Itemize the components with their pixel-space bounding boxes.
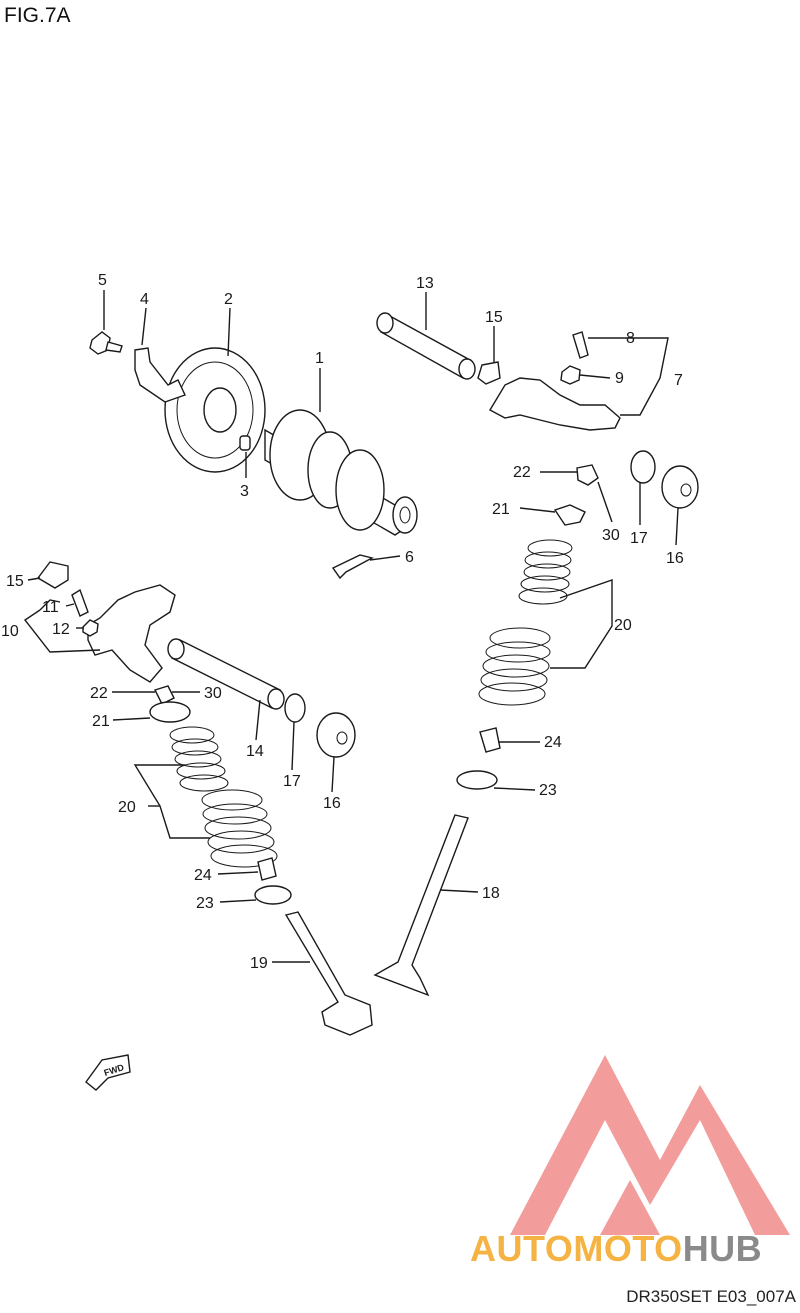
part-retainer-upper [553,504,586,526]
part-cotter-lower [154,685,175,705]
label-4: 4 [140,291,149,308]
label-17-lower: 17 [283,773,301,790]
fwd-arrow-icon: FWD [85,1054,131,1091]
part-valve-springs-upper [478,539,573,706]
watermark-logo [510,1055,790,1235]
part-nut-lower [82,619,99,637]
part-rocker-shaft-upper [376,312,476,380]
part-retainer-lower [149,701,191,723]
part-valve-intake [284,911,373,1036]
label-3: 3 [240,483,249,500]
part-seal-lower [284,693,306,723]
label-24-upper: 24 [544,734,562,751]
label-1: 1 [315,350,324,367]
part-shim-upper [479,727,501,753]
part-plug-lower [316,712,356,758]
part-rocker-arm-lower [87,584,176,683]
part-rocker-shaft-lower [167,638,285,710]
part-shim-lower [257,857,277,881]
part-plug-upper [661,465,699,509]
label-11: 11 [42,599,59,616]
label-15-lower: 15 [6,573,24,590]
label-2: 2 [224,291,233,308]
label-16-upper: 16 [666,550,684,567]
label-22-upper: 22 [513,464,531,481]
label-23-lower: 23 [196,895,214,912]
part-o-ring-upper [477,361,501,385]
diagram-code: DR350SET E03_007A [626,1287,796,1306]
part-rocker-arm-upper [489,377,621,431]
part-plate [134,347,186,403]
part-valve-springs-lower [169,726,278,868]
part-cam-sprocket [164,347,266,473]
part-adjusting-screw-lower [71,588,89,617]
label-8: 8 [626,330,635,347]
part-o-ring-lower [36,561,69,589]
label-20-lower: 20 [118,799,136,816]
watermark-brand-text: AUTOMOTOHUB [470,1228,763,1269]
label-20-upper: 20 [614,617,632,634]
part-camshaft [264,409,418,536]
part-cotter-upper [576,464,599,486]
part-adjusting-screw-upper [572,331,589,359]
label-7: 7 [674,372,683,389]
part-seal-upper [630,450,656,484]
part-seat-upper [456,770,498,790]
label-24-lower: 24 [194,867,212,884]
label-19: 19 [250,955,268,972]
label-22-lower: 22 [90,685,108,702]
part-bolt [89,331,123,355]
label-18: 18 [482,885,500,902]
label-12: 12 [52,621,70,638]
part-nut-upper [560,365,581,385]
part-pin [239,435,251,451]
label-5: 5 [98,272,107,289]
part-seat-lower [254,885,292,905]
label-14: 14 [246,743,264,760]
label-17-upper: 17 [630,530,648,547]
label-30-lower: 30 [204,685,222,702]
label-9: 9 [615,370,624,387]
label-10: 10 [1,623,19,640]
label-21-lower: 21 [92,713,110,730]
label-6: 6 [405,549,414,566]
label-21-upper: 21 [492,501,510,518]
label-16-lower: 16 [323,795,341,812]
part-clip [331,554,374,580]
label-13: 13 [416,275,434,292]
leader-lines [23,290,679,963]
figure-title: FIG.7A [4,4,71,27]
label-15-upper: 15 [485,309,503,326]
callout-labels: 5 4 2 1 3 6 13 15 8 9 7 22 21 30 17 16 2… [1,272,684,972]
part-valve-exhaust [373,814,469,997]
label-30-upper: 30 [602,527,620,544]
label-23-upper: 23 [539,782,557,799]
